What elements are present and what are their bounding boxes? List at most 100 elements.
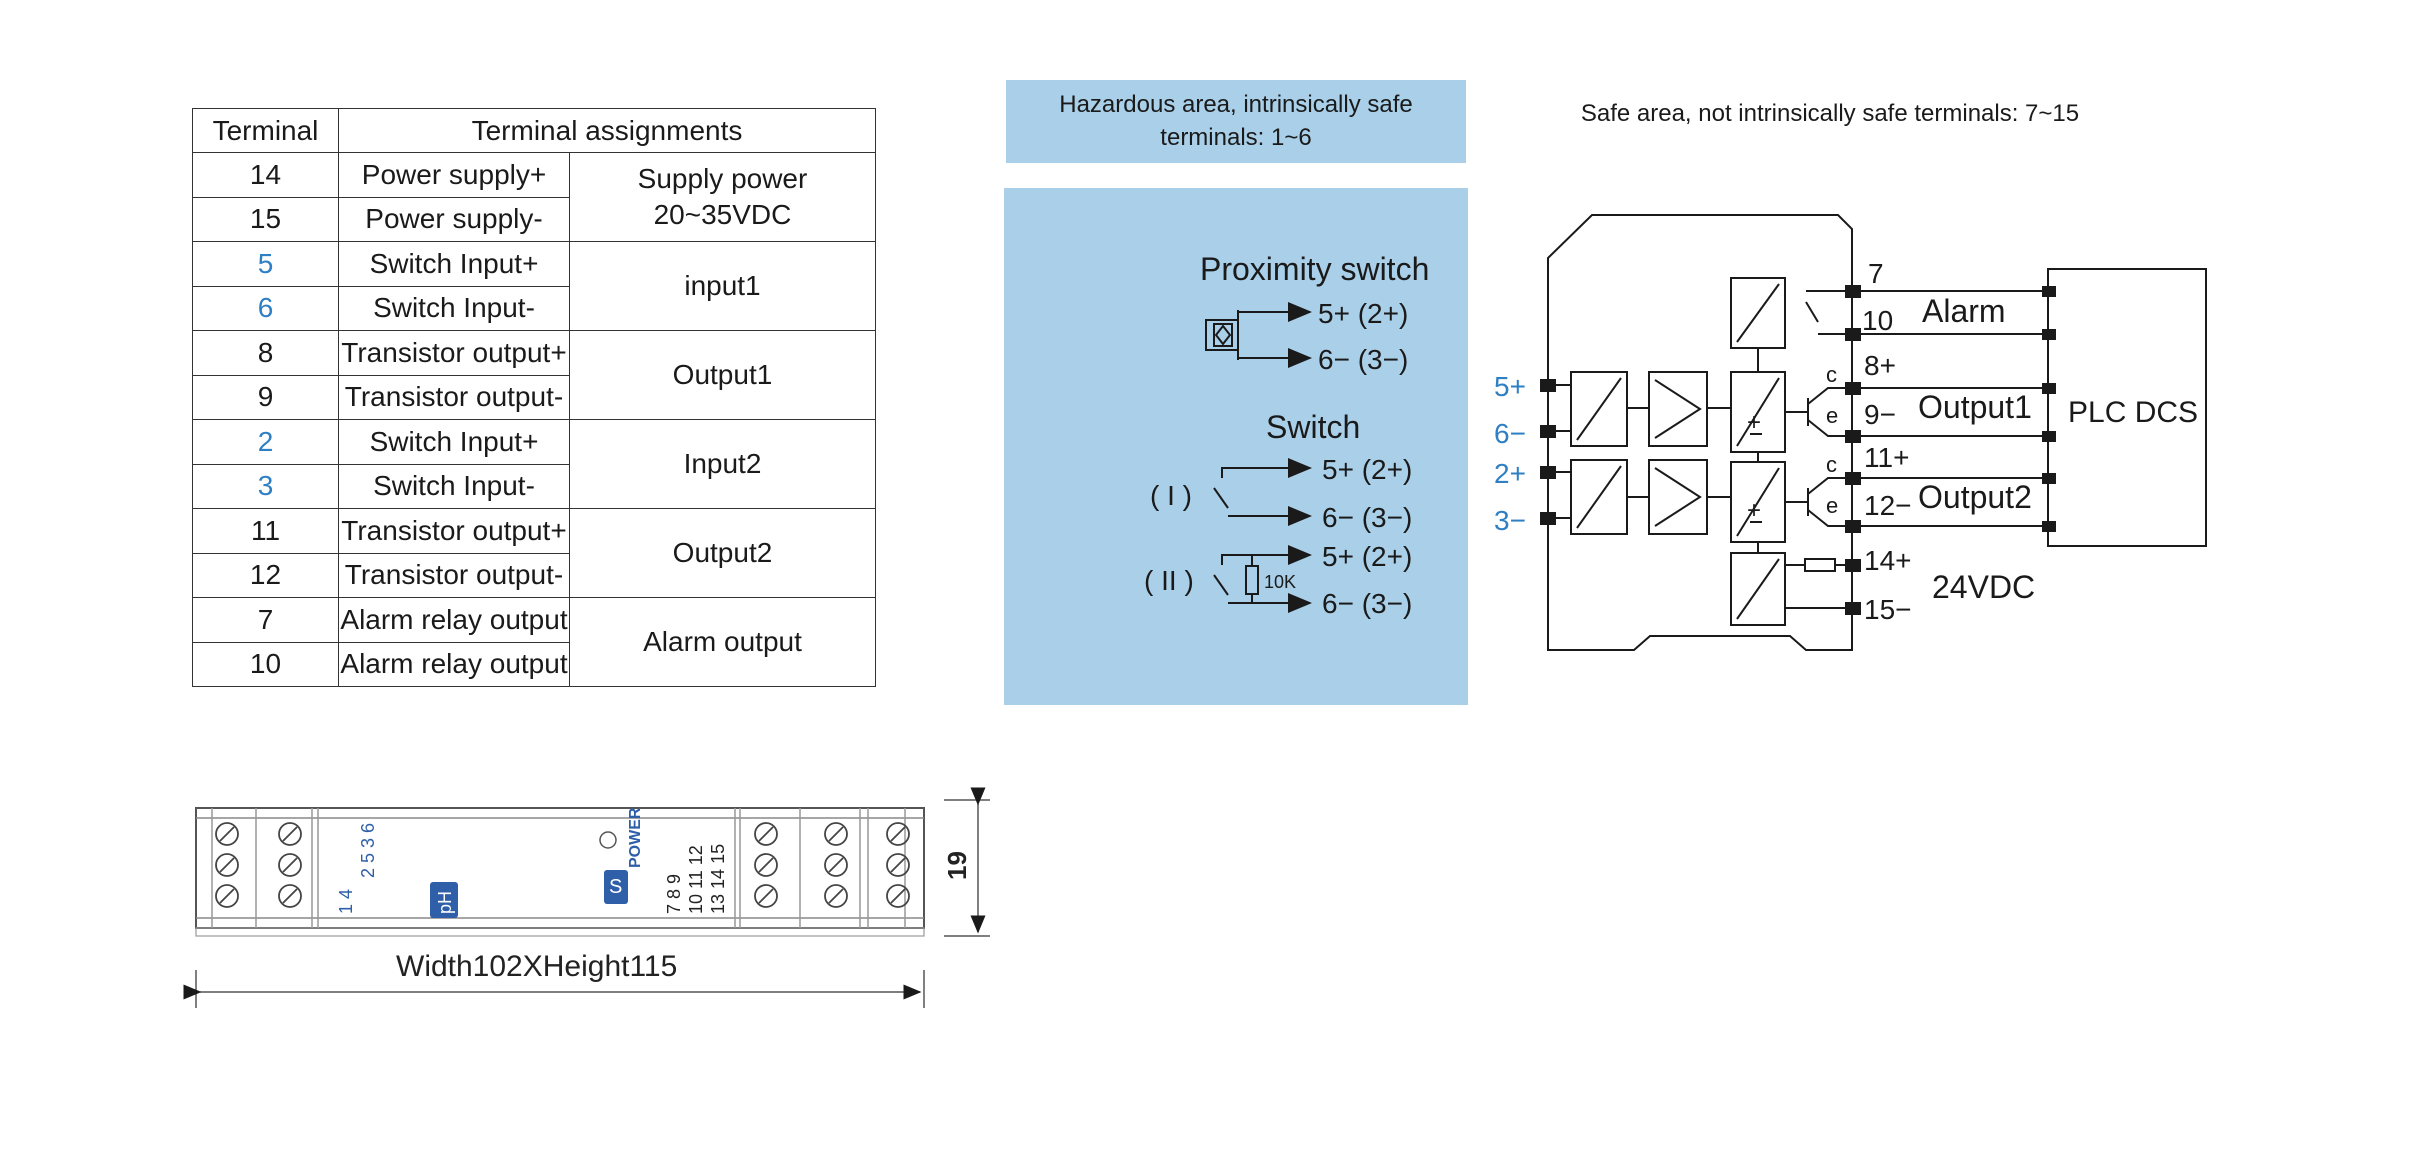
- terminal-function: Transistor output+: [338, 508, 570, 554]
- plc-label: PLC DCS: [2068, 396, 2198, 429]
- header-terminal: Terminal: [192, 108, 339, 153]
- ch2-collector: c: [1826, 452, 1837, 477]
- terminal-function: Switch Input-: [338, 285, 570, 331]
- terminal-group: input1: [569, 241, 876, 331]
- power-label: POWER: [627, 807, 644, 868]
- device-terminals-2-5: 2 5: [358, 853, 378, 878]
- table-header-row: Terminal Terminal assignments: [192, 108, 876, 153]
- size-dimension-label: Width102XHeight115: [396, 950, 677, 983]
- svg-text:pH: pH: [435, 891, 455, 914]
- ch1-emitter: e: [1826, 403, 1838, 428]
- hazard-area-text: Hazardous area, intrinsically safe termi…: [1059, 91, 1413, 151]
- brand-logo-icon: [604, 870, 628, 904]
- device-terminals-1-4: 1 4: [336, 889, 356, 914]
- svg-text:S: S: [609, 876, 622, 898]
- terminal-12: 12−: [1864, 490, 1912, 521]
- svg-text:+: +: [1747, 497, 1761, 524]
- device-body: [195, 807, 925, 929]
- terminal-number: 11: [192, 508, 339, 554]
- terminal-14: 14+: [1864, 545, 1912, 576]
- terminal-number: 2: [192, 419, 339, 465]
- terminal-7: 7: [1868, 258, 1884, 289]
- header-assignments: Terminal assignments: [338, 108, 876, 153]
- terminal-group: Supply power 20~35VDC: [569, 152, 876, 242]
- fuse: [1804, 558, 1836, 572]
- switch1-terminal-minus: 6− (3−): [1322, 502, 1412, 533]
- resistor-label: 10K: [1264, 572, 1296, 592]
- input-terminal-2: 2+: [1494, 458, 1526, 489]
- terminal-function: Transistor output-: [338, 552, 570, 598]
- terminal-number: 7: [192, 597, 339, 643]
- terminal-group: Output1: [569, 330, 876, 420]
- terminal-10: 10: [1862, 305, 1893, 336]
- terminal-group: Output2: [569, 508, 876, 598]
- terminal-number: 14: [192, 152, 339, 198]
- device-terminals-7-9: 7 8 9: [664, 874, 684, 914]
- output-terminals: 7 10 8+ 9− 11+ 12− 14+ 15−: [1845, 258, 1912, 625]
- input-terminal-3: 3−: [1494, 505, 1526, 536]
- switch-mode-1: ( I ): [1150, 480, 1192, 511]
- terminal-function: Switch Input-: [338, 463, 570, 509]
- resistor-10k: [1245, 565, 1259, 595]
- field-wiring-panel: [1004, 188, 1468, 705]
- ch2-emitter: e: [1826, 493, 1838, 518]
- power-led-icon: [599, 831, 617, 849]
- input-terminals: 5+ 6− 2+ 3−: [1494, 371, 1571, 536]
- alarm-label: Alarm: [1922, 293, 2006, 329]
- terminal-number: 12: [192, 552, 339, 598]
- input-terminal-5: 5+: [1494, 371, 1526, 402]
- terminal-number: 3: [192, 463, 339, 509]
- terminal-function: Alarm relay output: [338, 641, 570, 687]
- terminal-function: Transistor output-: [338, 374, 570, 420]
- depth-dimension: 19: [942, 851, 972, 880]
- terminal-screws: [215, 822, 910, 908]
- terminal-number: 5: [192, 241, 339, 287]
- terminal-8: 8+: [1864, 350, 1896, 381]
- terminal-15: 15−: [1864, 594, 1912, 625]
- switch2-terminal-plus: 5+ (2+): [1322, 541, 1412, 572]
- plc-dcs-box: [2047, 268, 2207, 547]
- safe-area-label: Safe area, not intrinsically safe termin…: [1580, 100, 2080, 127]
- switch-mode-2: ( II ): [1144, 565, 1194, 596]
- switch1-terminal-plus: 5+ (2+): [1322, 454, 1412, 485]
- ch1-collector: c: [1826, 362, 1837, 387]
- device-terminals-10-12: 10 11 12: [686, 845, 706, 914]
- terminal-number: 6: [192, 285, 339, 331]
- isolator-housing: [1547, 214, 1853, 651]
- prox-terminal-minus: 6− (3−): [1318, 344, 1408, 375]
- terminal-function: Power supply-: [338, 196, 570, 242]
- prox-terminal-plus: 5+ (2+): [1318, 298, 1408, 329]
- proximity-switch-wiring: Proximity switch 5+ (2+) 6− (3−): [1200, 251, 1429, 375]
- proximity-switch-title: Proximity switch: [1200, 251, 1429, 287]
- terminal-function: Switch Input+: [338, 419, 570, 465]
- terminal-9: 9−: [1864, 399, 1896, 430]
- hazard-area-label: Hazardous area, intrinsically safe termi…: [1006, 80, 1466, 163]
- supply-label: 24VDC: [1932, 569, 2035, 605]
- terminal-number: 15: [192, 196, 339, 242]
- isolator-block-diagram: 5+ 6− 2+ 3− + +: [1494, 214, 2207, 651]
- device-terminals-3-6: 3 6: [358, 823, 378, 848]
- output1-label: Output1: [1918, 389, 2032, 425]
- terminal-function: Alarm relay output: [338, 597, 570, 643]
- svg-text:+: +: [1747, 409, 1761, 436]
- terminal-group: Input2: [569, 419, 876, 509]
- switch-wiring: Switch ( I ) 5+ (2+) 6− (3−) ( II ) 10K …: [1144, 409, 1412, 619]
- terminal-group: Alarm output: [569, 597, 876, 687]
- output2-label: Output2: [1918, 479, 2032, 515]
- device-terminals-13-15: 13 14 15: [708, 844, 728, 914]
- switch2-terminal-minus: 6− (3−): [1322, 588, 1412, 619]
- terminal-number: 10: [192, 641, 339, 687]
